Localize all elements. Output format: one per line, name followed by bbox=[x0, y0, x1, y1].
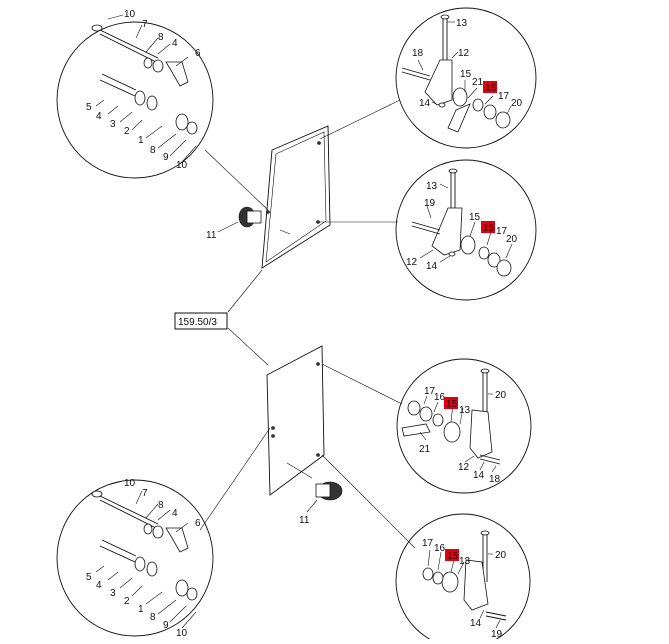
label: 2 bbox=[124, 596, 130, 607]
label: 13 bbox=[456, 18, 468, 29]
label: 7 bbox=[142, 488, 148, 499]
label-11-lower: 11 bbox=[299, 515, 310, 526]
detail-circle-mid-right: 13 19 15 16 17 20 12 14 bbox=[395, 159, 537, 301]
label: 9 bbox=[163, 152, 169, 163]
label: 14 bbox=[426, 261, 438, 272]
label: 16 bbox=[434, 392, 446, 403]
detail-circle-top-left: 10 7 8 4 6 5 4 3 2 1 8 9 10 bbox=[56, 9, 214, 179]
label: 1 bbox=[138, 604, 144, 615]
label: 13 bbox=[426, 181, 438, 192]
rubber-mount-upper: 11 bbox=[206, 206, 262, 241]
label: 4 bbox=[96, 580, 102, 591]
label: 6 bbox=[195, 518, 201, 529]
label: 18 bbox=[412, 48, 424, 59]
reference-box[interactable]: 159.50/3 bbox=[174, 312, 228, 330]
highlight-16 bbox=[445, 549, 459, 561]
label: 15 bbox=[460, 69, 472, 80]
label: 18 bbox=[489, 474, 501, 485]
upper-window-panel bbox=[261, 125, 331, 269]
highlight-16 bbox=[483, 81, 497, 93]
label: 12 bbox=[406, 257, 418, 268]
label-11-upper: 11 bbox=[206, 230, 217, 241]
label: 12 bbox=[458, 462, 470, 473]
label: 19 bbox=[491, 629, 503, 639]
label: 3 bbox=[110, 119, 116, 130]
label-highlighted: 16 bbox=[483, 223, 495, 234]
label: 16 bbox=[434, 543, 446, 554]
label: 4 bbox=[172, 38, 178, 49]
label: 10 bbox=[124, 9, 136, 20]
rubber-mount-lower: 11 bbox=[299, 481, 343, 526]
label: 8 bbox=[158, 500, 164, 511]
label: 5 bbox=[86, 572, 92, 583]
label: 21 bbox=[472, 77, 484, 88]
detail-circle-lower-right: 20 17 16 15 13 21 12 14 18 bbox=[396, 358, 532, 494]
detail-circle-bottom-right: 20 17 16 15 13 14 19 bbox=[395, 513, 531, 644]
detail-circle-top-right: 13 18 12 15 21 16 17 14 20 bbox=[395, 7, 537, 149]
label: 8 bbox=[150, 145, 156, 156]
label-highlighted: 15 bbox=[446, 399, 458, 410]
label: 12 bbox=[458, 48, 470, 59]
label: 3 bbox=[110, 588, 116, 599]
label: 13 bbox=[459, 405, 471, 416]
label: 20 bbox=[511, 98, 523, 109]
reference-label: 159.50/3 bbox=[178, 317, 217, 328]
leader-lines bbox=[199, 99, 416, 549]
label: 4 bbox=[96, 111, 102, 122]
label: 17 bbox=[496, 226, 508, 237]
label: 19 bbox=[424, 198, 436, 209]
label: 10 bbox=[176, 160, 188, 171]
label: 8 bbox=[150, 612, 156, 623]
label: 14 bbox=[419, 98, 431, 109]
highlight-16 bbox=[444, 397, 458, 409]
label: 14 bbox=[470, 618, 482, 629]
label: 1 bbox=[138, 135, 144, 146]
label: 20 bbox=[506, 234, 518, 245]
label: 20 bbox=[495, 390, 507, 401]
label-highlighted: 16 bbox=[485, 83, 497, 94]
label: 17 bbox=[498, 91, 510, 102]
label: 10 bbox=[124, 478, 136, 489]
label: 21 bbox=[419, 444, 431, 455]
label: 5 bbox=[86, 102, 92, 113]
label: 2 bbox=[124, 126, 130, 137]
label: 9 bbox=[163, 620, 169, 631]
label: 4 bbox=[172, 508, 178, 519]
highlight-16 bbox=[481, 221, 495, 233]
label: 6 bbox=[195, 48, 201, 59]
label: 17 bbox=[424, 386, 436, 397]
label: 8 bbox=[158, 32, 164, 43]
label: 17 bbox=[422, 538, 434, 549]
label: 14 bbox=[473, 470, 485, 481]
label-highlighted: 15 bbox=[447, 551, 459, 562]
label: 10 bbox=[176, 628, 188, 639]
label: 13 bbox=[459, 556, 471, 567]
label: 15 bbox=[469, 212, 481, 223]
detail-circle-bottom-left: 10 7 8 4 6 5 4 3 2 1 8 9 10 bbox=[56, 478, 214, 639]
label: 7 bbox=[142, 19, 148, 30]
lower-window-panel bbox=[266, 345, 325, 496]
label: 20 bbox=[495, 550, 507, 561]
